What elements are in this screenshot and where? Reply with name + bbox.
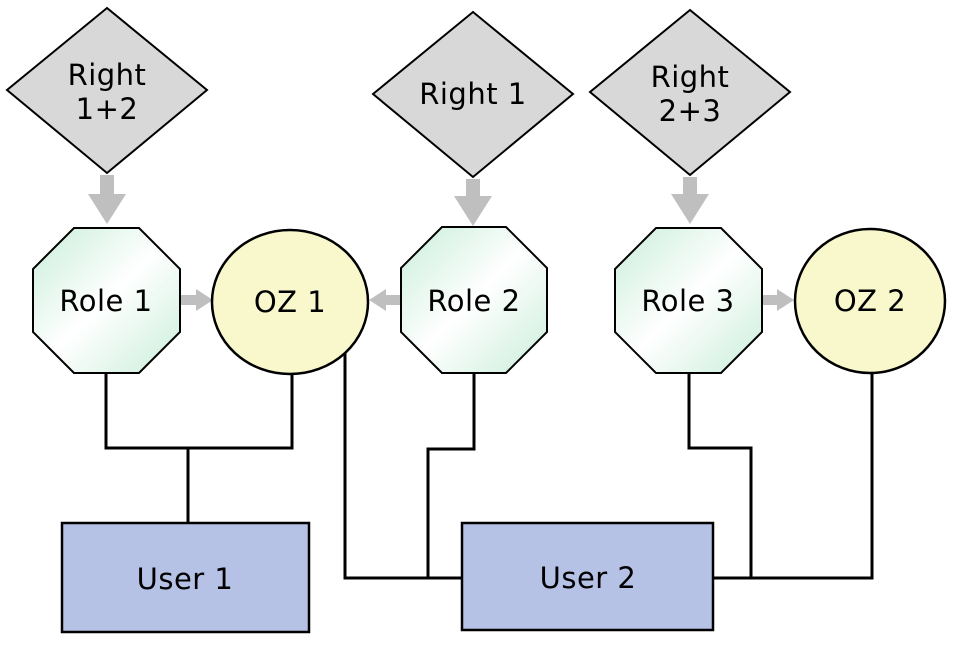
right-node-1-2 — [5, 6, 209, 175]
right-node-1-2-label-line2: 1+2 — [76, 92, 139, 126]
user-node-1 — [60, 521, 311, 634]
arrow-role2-to-oz1 — [369, 289, 401, 311]
arrow-right12-to-role1 — [88, 175, 126, 224]
connector-oz1-to-user2 — [343, 352, 462, 580]
right-node-2-3 — [588, 8, 792, 177]
connector-role1-oz1-to-user1 — [104, 373, 294, 450]
role-node-3 — [614, 227, 763, 374]
arrow-right1-to-role2 — [454, 179, 492, 226]
role-node-2-label: Role 2 — [427, 284, 520, 318]
oz-node-1 — [210, 228, 370, 376]
role-node-1-label: Role 1 — [59, 284, 152, 318]
connector-oz2-to-user2 — [713, 372, 874, 580]
arrow-role1-to-oz1 — [181, 289, 213, 311]
oz-node-2-label: OZ 2 — [834, 284, 906, 318]
role-node-1 — [32, 227, 181, 374]
oz-node-1-label: OZ 1 — [254, 285, 326, 319]
user-node-2 — [460, 521, 715, 632]
right-node-1 — [371, 10, 575, 179]
right-node-1-2-label-line1: Right — [68, 58, 147, 92]
user-node-1-label: User 1 — [137, 562, 234, 596]
oz-node-2 — [793, 227, 947, 375]
connector-role2-to-user2 — [426, 373, 476, 579]
role-node-2 — [400, 226, 548, 374]
role-node-3-label: Role 3 — [641, 284, 734, 318]
user-node-2-label: User 2 — [540, 561, 637, 595]
connector-role3-to-user2 — [687, 373, 753, 579]
right-node-2-3-label-line2: 2+3 — [659, 94, 722, 128]
right-node-1-label: Right 1 — [419, 77, 527, 111]
arrow-role3-to-oz2 — [762, 289, 794, 311]
arrow-right23-to-role3 — [671, 177, 709, 224]
right-node-2-3-label-line1: Right — [651, 60, 730, 94]
